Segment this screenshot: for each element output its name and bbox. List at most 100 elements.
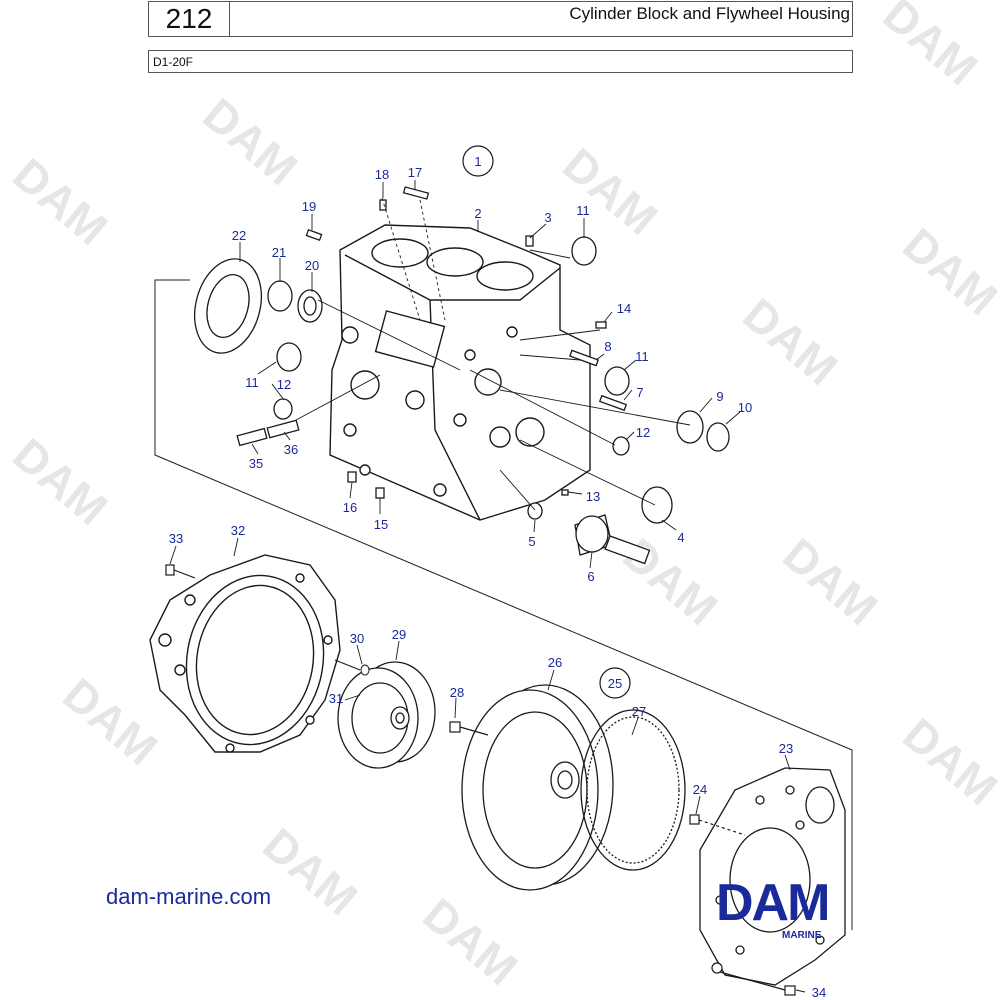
- bearing-4: [641, 486, 673, 524]
- bolt-34: [711, 962, 796, 996]
- part-label: 10: [738, 400, 752, 415]
- watermark: DAM: [734, 288, 848, 395]
- bearing-9: [676, 410, 704, 444]
- plug-5: [527, 502, 543, 520]
- page-number: 212: [148, 1, 230, 37]
- part-label: 24: [693, 782, 707, 797]
- part-label: 28: [450, 685, 464, 700]
- dowel-8: [568, 349, 600, 367]
- part-label: 2: [474, 206, 481, 221]
- part-label: 13: [586, 489, 600, 504]
- leader-lines-lower: [169, 537, 806, 993]
- part-label: 8: [604, 339, 611, 354]
- part-label: 32: [231, 523, 245, 538]
- part-label: 20: [305, 258, 319, 273]
- pin-3: [525, 235, 534, 247]
- plug-15: [375, 487, 385, 499]
- part-label: 9: [716, 389, 723, 404]
- part-label: 11: [635, 349, 649, 364]
- model-box: D1-20F: [148, 50, 853, 73]
- cover-plate-23: [699, 767, 846, 986]
- part-label: 12: [277, 377, 291, 392]
- part-label: 27: [632, 704, 646, 719]
- part-label: 30: [350, 631, 364, 646]
- logo-subtext: MARINE: [782, 930, 822, 941]
- website-url: dam-marine.com: [106, 884, 272, 909]
- part-label: 4: [677, 530, 684, 545]
- watermark: DAM: [774, 528, 888, 635]
- watermark: DAM: [414, 888, 528, 995]
- part-label: 11: [576, 203, 590, 218]
- part-label: 5: [528, 534, 535, 549]
- watermark: DAM: [874, 0, 988, 95]
- dam-marine-logo: DAM MARINE: [716, 876, 830, 941]
- sensor-35: [236, 427, 268, 447]
- part-label: 17: [408, 165, 422, 180]
- part-label: 14: [617, 301, 631, 316]
- block-parts: [194, 186, 730, 565]
- part-label: 31: [329, 691, 343, 706]
- plug-13: [561, 489, 569, 496]
- part-label: 26: [548, 655, 562, 670]
- bolt-33: [165, 564, 196, 579]
- watermark: DAM: [554, 138, 668, 245]
- frame-lines: [154, 279, 853, 930]
- part-label: 23: [779, 741, 793, 756]
- watermark: DAM: [894, 708, 1000, 815]
- pin-17: [402, 186, 430, 200]
- part-label: 16: [343, 500, 357, 515]
- part-label: 29: [392, 627, 406, 642]
- part-label: 12: [636, 425, 650, 440]
- watermark: DAM: [4, 148, 118, 255]
- dowel-7: [598, 394, 628, 412]
- part-label: 3: [544, 210, 551, 225]
- pin-19: [305, 228, 323, 242]
- plug-12b: [612, 436, 630, 456]
- part-label: 15: [374, 517, 388, 532]
- ring-gear-27: [580, 709, 686, 871]
- pin-14: [595, 321, 607, 329]
- flywheel-26: [461, 684, 614, 891]
- flywheel-housing: [149, 554, 341, 753]
- part-label: 21: [272, 245, 286, 260]
- plug-11a: [571, 236, 597, 266]
- part-label: 36: [284, 442, 298, 457]
- group-label-25: 25: [608, 676, 622, 691]
- part-label: 33: [169, 531, 183, 546]
- part-label: 6: [587, 569, 594, 584]
- title-box: Cylinder Block and Flywheel Housing: [229, 1, 853, 37]
- page-title: Cylinder Block and Flywheel Housing: [569, 4, 850, 23]
- watermark: DAM: [894, 218, 1000, 325]
- plug-16: [347, 471, 357, 483]
- nipple-36: [266, 419, 300, 439]
- part-label: 11: [245, 375, 259, 390]
- watermark: DAM: [4, 428, 118, 535]
- group-marker-25: 25: [599, 667, 631, 699]
- logo-text: DAM: [716, 876, 828, 932]
- part-label: 35: [249, 456, 263, 471]
- part-label: 19: [302, 199, 316, 214]
- bolt-28: [449, 721, 489, 736]
- damper-29: [337, 661, 436, 769]
- plug-11c: [604, 366, 630, 396]
- watermark: DAM: [54, 668, 168, 775]
- watermark: DAM: [194, 88, 308, 195]
- part-labels: 22 21 20 19 18 17 2 3 11 14 8 11 7 9 10 …: [169, 165, 826, 1000]
- model-label: D1-20F: [153, 55, 194, 69]
- part-label: 34: [812, 985, 826, 1000]
- part-label: 22: [232, 228, 246, 243]
- bolt-24: [689, 814, 746, 836]
- plug-12a: [273, 398, 293, 420]
- cylinder-block: [329, 224, 591, 521]
- pin-18: [379, 199, 387, 211]
- circlip-10: [706, 422, 730, 452]
- group-marker-1: 1: [462, 145, 494, 177]
- ring-21: [267, 280, 293, 312]
- plug-11b: [276, 342, 302, 372]
- part-label: 18: [375, 167, 389, 182]
- leader-lines: [239, 180, 741, 569]
- group-label-1: 1: [474, 154, 481, 169]
- part-label: 7: [636, 385, 643, 400]
- pin-30: [334, 659, 370, 676]
